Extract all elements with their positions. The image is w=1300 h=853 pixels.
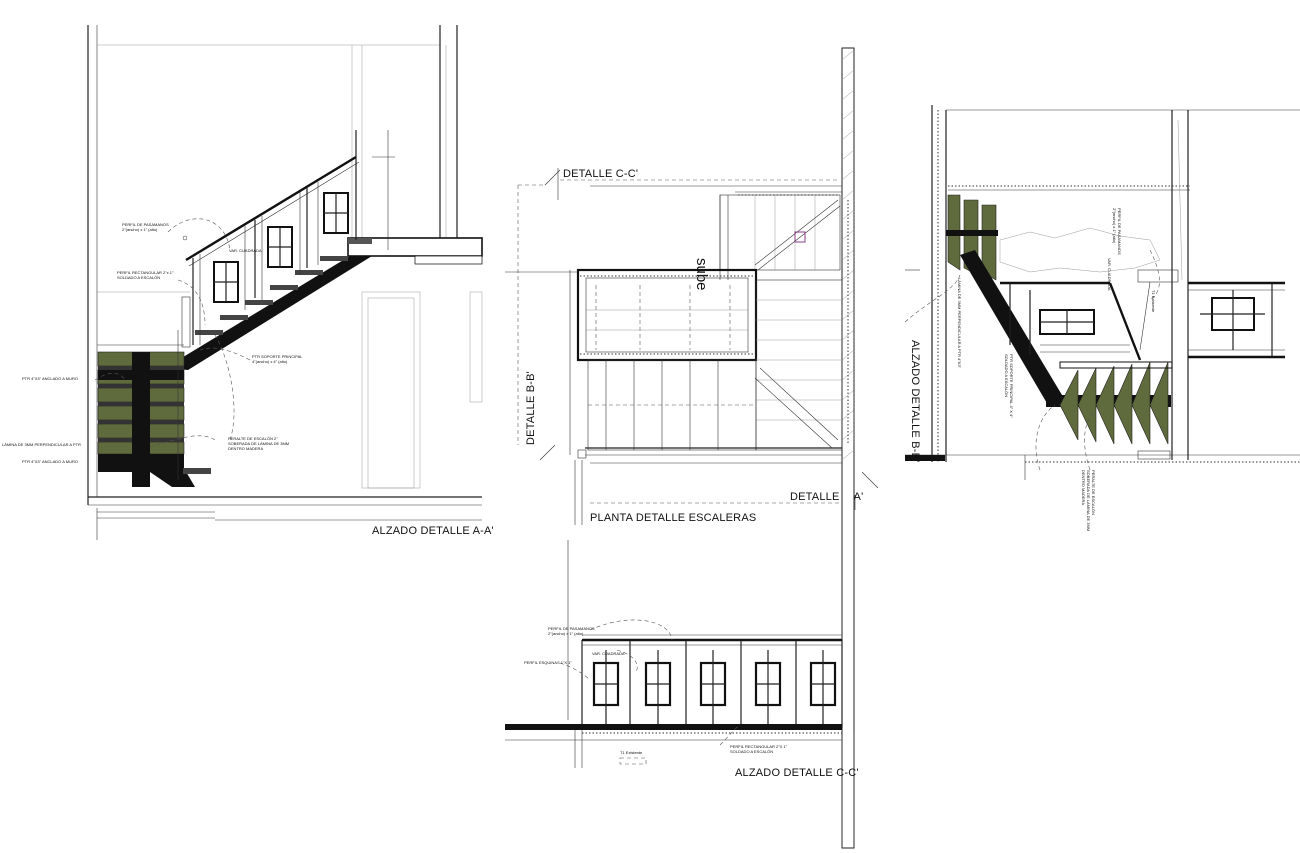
winder-stack [97,351,211,487]
title-alzado-c-c: ALZADO DETALLE C-C' [735,767,859,779]
note-ptr-soporte-sub: 4"(ancho) x 4" (alto) [252,359,288,364]
note-bb-var-cuadrada: VAR. CUADRADA [1107,258,1112,291]
note-bb-ptr-soporte: PTR SOPORTE PRINCIPAL 4" X 4" [1009,354,1014,418]
note-bb-peralte-sub2: DENTRO MADERA [1081,470,1086,505]
title-planta: PLANTA DETALLE ESCALERAS [590,512,756,524]
elevation-c-c: PERFIL DE PASAMANOS 2"(ancho) x 1" (alto… [505,540,859,848]
label-sube: sube [693,258,710,291]
note-perfil-rectangular: PERFIL RECTANGULAR 2"x 1" [117,270,174,275]
plan-view: DETALLE C-C' DETALLE B-B' DETALLE A-A' [505,47,879,849]
note-ptr-anclado-2: PTR 4"X3" ANCLADO A MURO [22,459,78,464]
elevation-b-b: PERFIL DE PASAMANOS 2"(ancho) x 1" (alto… [904,105,1300,531]
note-bb-perfil-pasamanos: PERFIL DE PASAMANOS [1117,208,1122,255]
note-cc-perfil-rect-sub: SOLDADO A ESCALÓN [730,749,773,754]
note-perfil-rectangular-sub: SOLDADO A ESCALÓN [117,275,160,280]
note-perfil-pasamanos: PERFIL DE PASAMANOS [122,222,169,227]
note-lamina: LÁMINA DE 3MM PERPENDICULAR A PTR [2,442,81,447]
note-peralte-sub2: DENTRO MADERA [228,446,263,451]
lower-treads-b-b [1059,361,1173,445]
note-bb-t1: T1 Existente [1151,290,1156,313]
note-bb-ptr-soporte-sub: SOLDADO A ESCALÓN [1004,354,1009,397]
title-alzado-a-a: ALZADO DETALLE A-A' [372,525,494,537]
note-perfil-pasamanos-sub: 2"(ancho) x 1" (alto) [122,227,158,232]
note-bb-peralte-sub: SOBERADA DE LÁMINA DE 3MM [1086,470,1091,531]
note-cc-perfil-pasamanos: PERFIL DE PASAMANOS [548,626,595,631]
cut-label-b-b: DETALLE B-B' [525,371,537,445]
note-cc-perfil-rect: PERFIL RECTANGULAR 2"X 1" [730,744,788,749]
note-cc-t1: T1 Existente [620,750,643,755]
cut-label-c-c: DETALLE C-C' [563,168,638,180]
elevation-a-a: PERFIL DE PASAMANOS 2"(ancho) x 1" (alto… [2,25,494,540]
note-bb-peralte: PERALTE DE ESCALÓN [1091,470,1096,515]
note-peralte: PERALTE DE ESCALÓN 2" [228,436,278,441]
note-ptr-soporte: PTR SOPORTE PRINCIPAL [252,354,303,359]
upper-treads-b-b [946,194,998,281]
baluster-panels-c-c [592,650,837,724]
title-alzado-b-b: ALZADO DETALLE B-B' [909,340,921,462]
note-bb-lamina: LÁMINA DE 3MM PERPENDICULAR A PTR 4"X3" [957,278,962,369]
note-cc-var-cuadrada: VAR. CUADRADA [592,651,625,656]
note-ptr-anclado-1: PTR 4"X3" ANCLADO A MURO [22,376,78,381]
flight-treads [195,256,348,335]
note-peralte-sub1: SOBERADA DE LÁMINA DE 3MM [228,441,289,446]
note-bb-perfil-pasamanos-sub: 2"(ancho) x 1" (alto) [1112,208,1117,244]
note-var-cuadrada: VAR. CUADRADA [229,248,262,253]
note-cc-perfil-esquinas: PERFIL ESQUINAS 1"X 1" [524,660,572,665]
note-cc-perfil-pasamanos-sub: 2"(ancho) x 1" (alto) [548,631,584,636]
